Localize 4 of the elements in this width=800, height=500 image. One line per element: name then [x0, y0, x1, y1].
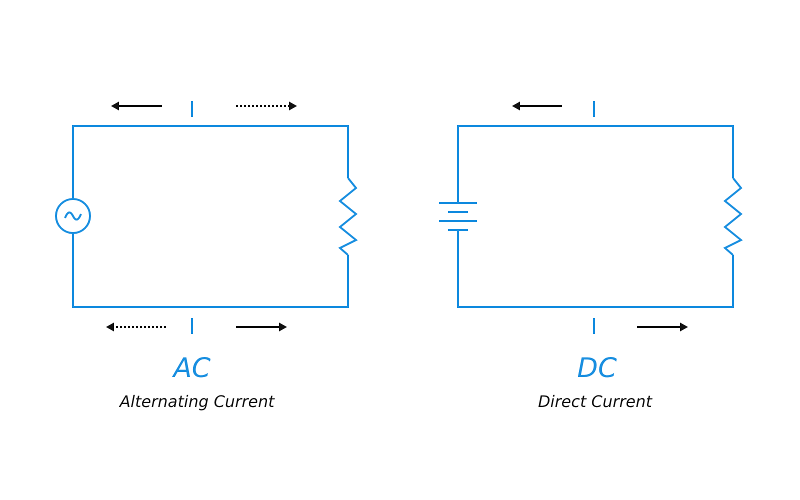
circuit-caption: Direct Current [538, 392, 652, 411]
circuit-name: AC [173, 353, 211, 384]
circuit-caption: Alternating Current [120, 392, 274, 411]
circuit-name: DC [577, 353, 617, 384]
